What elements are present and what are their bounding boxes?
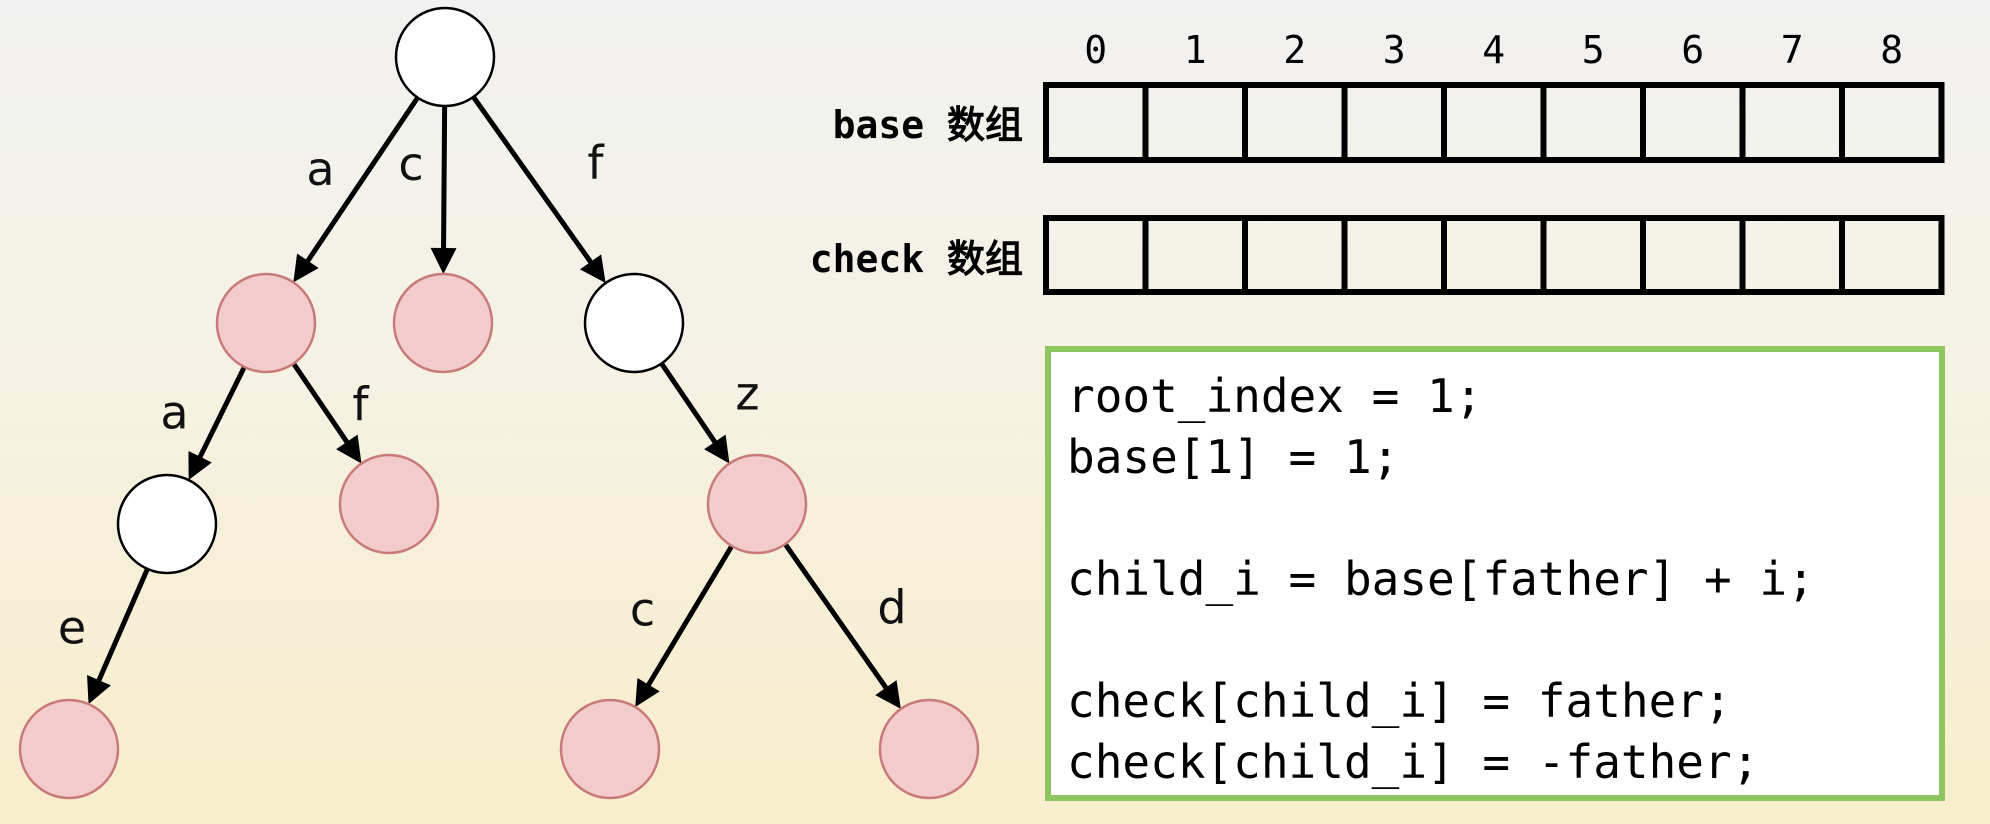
edge-line — [644, 544, 734, 690]
array-cell — [1043, 215, 1149, 295]
edge-label: z — [735, 367, 759, 421]
edge-line — [783, 542, 891, 693]
arrowhead — [188, 450, 212, 481]
array-index: 5 — [1582, 28, 1605, 72]
array-cell — [1341, 215, 1447, 295]
code-line — [1067, 488, 1923, 549]
code-line: root_index = 1; — [1067, 369, 1483, 423]
tree-edge: c — [398, 105, 457, 275]
array-index: 3 — [1383, 28, 1406, 72]
internal-node — [116, 473, 218, 575]
edge-line — [303, 96, 420, 266]
leaf-node — [338, 453, 440, 555]
arrowhead — [293, 253, 319, 283]
edge-line — [659, 362, 720, 447]
arrowhead — [579, 254, 606, 284]
array-cell — [1142, 215, 1248, 295]
arrowhead — [336, 434, 362, 464]
internal-node — [583, 272, 685, 374]
check-array-label: check 数组 — [810, 237, 1023, 281]
tree-edge: a — [160, 365, 247, 481]
code-line: child_i = base[father] + i; — [1067, 552, 1815, 606]
arrowhead — [875, 680, 901, 709]
arrowhead — [87, 675, 111, 705]
array-index-row: 0 1 2 3 4 5 6 7 8 — [1084, 28, 1903, 72]
array-cell — [1739, 82, 1845, 163]
code-line: base[1] = 1; — [1067, 430, 1400, 484]
array-cell — [1242, 82, 1348, 163]
array-cell — [1540, 215, 1646, 295]
array-cell — [1441, 82, 1547, 163]
code-line — [1067, 610, 1923, 671]
base-array — [1043, 82, 1945, 163]
leaf-node — [215, 272, 317, 374]
array-index: 0 — [1084, 28, 1107, 72]
tree-edge: c — [630, 544, 734, 707]
code-line: check[child_i] = -father; — [1067, 735, 1760, 789]
tree-edge: z — [659, 362, 760, 464]
array-cell — [1341, 82, 1447, 163]
edge-line — [196, 365, 247, 462]
array-cell — [1441, 215, 1547, 295]
tree-edge: e — [58, 567, 150, 705]
check-array — [1043, 215, 1945, 295]
leaf-node — [18, 698, 120, 800]
edge-line — [291, 362, 352, 447]
leaf-node — [878, 698, 980, 800]
array-cell — [1540, 82, 1646, 163]
edge-label: a — [306, 142, 334, 196]
array-index: 8 — [1880, 28, 1903, 72]
base-array-label: base 数组 — [833, 103, 1023, 147]
array-cell — [1142, 82, 1248, 163]
edge-label: e — [58, 601, 86, 655]
code-box: root_index = 1; base[1] = 1; child_i = b… — [1045, 346, 1945, 801]
tree-edge: f — [291, 362, 370, 464]
array-index: 7 — [1781, 28, 1804, 72]
leaf-node — [392, 272, 494, 374]
array-index: 1 — [1184, 28, 1207, 72]
array-cell — [1640, 82, 1746, 163]
array-index: 6 — [1681, 28, 1704, 72]
tree-edges: a c f a f z e c d — [58, 95, 907, 709]
edge-line — [471, 95, 595, 267]
edge-label: c — [398, 137, 423, 191]
array-cell — [1043, 82, 1149, 163]
array-cell — [1839, 215, 1945, 295]
edge-line — [441, 105, 448, 253]
edge-label: f — [587, 136, 605, 190]
array-cell — [1640, 215, 1746, 295]
array-index: 4 — [1482, 28, 1505, 72]
code-line: check[child_i] = father; — [1067, 674, 1732, 728]
edge-label: d — [877, 581, 906, 635]
edge-label: f — [352, 378, 370, 432]
arrowhead — [704, 434, 730, 464]
edge-label: a — [160, 386, 188, 440]
leaf-node — [559, 698, 661, 800]
tree-edge: a — [293, 96, 420, 283]
leaf-node — [706, 453, 808, 555]
array-cell — [1739, 215, 1845, 295]
tree-nodes — [18, 6, 980, 800]
edge-line — [95, 567, 150, 685]
tree-edge: f — [471, 95, 606, 284]
array-cell — [1242, 215, 1348, 295]
array-index: 2 — [1283, 28, 1306, 72]
internal-node — [394, 6, 496, 108]
arrowhead — [430, 247, 457, 275]
array-cell — [1839, 82, 1945, 163]
tree-edge: d — [783, 542, 907, 709]
arrowhead — [635, 677, 660, 707]
edge-label: c — [630, 583, 655, 637]
